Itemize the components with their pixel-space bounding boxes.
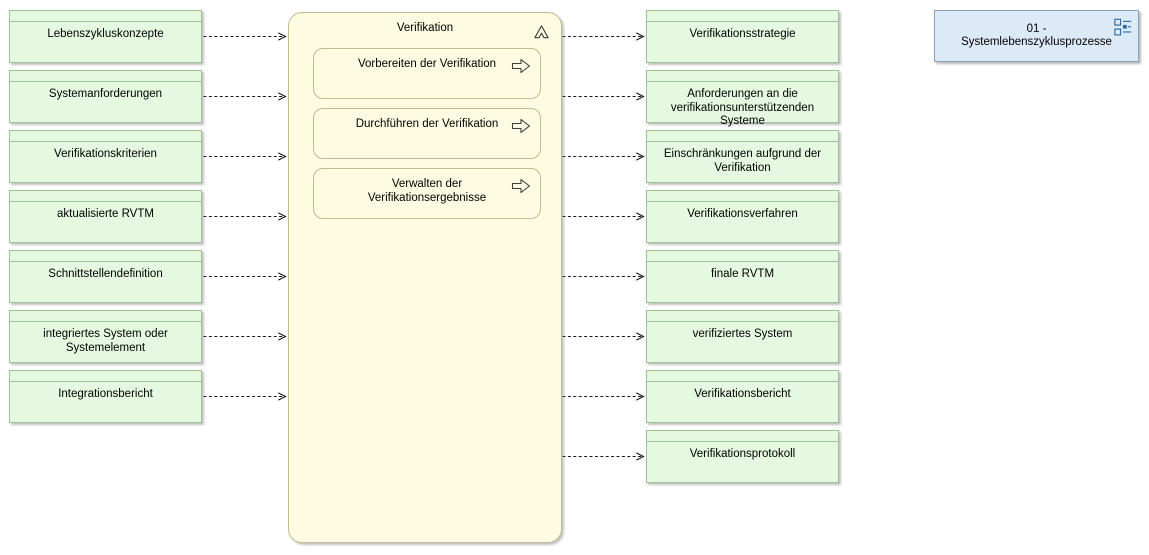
artifact-header-strip	[10, 251, 201, 262]
chevron-up-icon	[534, 25, 549, 39]
artifact-label: Einschränkungen aufgrund der Verifikatio…	[663, 148, 822, 174]
output-artifact-box[interactable]: Anforderungen an die verifikationsunters…	[646, 70, 839, 127]
artifact-header-strip	[10, 311, 201, 322]
input-artifact-box[interactable]: Integrationsbericht	[9, 370, 202, 423]
artifact-header-strip	[647, 71, 838, 82]
artifact-label: finale RVTM	[710, 268, 775, 280]
activity-label: Vorbereiten der Verifikation	[357, 58, 497, 70]
artifact-header-strip	[647, 311, 838, 322]
artifact-label: Anforderungen an die verifikationsunters…	[670, 88, 815, 127]
output-artifact-box[interactable]: verifiziertes System	[646, 310, 839, 363]
artifact-label: Systemanforderungen	[48, 88, 163, 100]
artifact-label: Lebenszykluskonzepte	[47, 28, 164, 40]
artifact-header-strip	[10, 71, 201, 82]
legend-label-line1: 01 -	[1026, 22, 1047, 35]
artifact-header-strip	[647, 131, 838, 142]
input-artifact-box[interactable]: Verifikationskriterien	[9, 130, 202, 183]
artifact-header-strip	[647, 431, 838, 442]
output-artifact-box[interactable]: Verifikationsstrategie	[646, 10, 839, 63]
artifact-header-strip	[647, 371, 838, 382]
artifact-header-strip	[10, 191, 201, 202]
artifact-label: Verifikationsbericht	[694, 388, 791, 400]
process-arrow-icon	[511, 118, 531, 134]
activity-box[interactable]: Vorbereiten der Verifikation	[313, 48, 541, 99]
input-artifact-box[interactable]: aktualisierte RVTM	[9, 190, 202, 243]
process-title: Verifikation	[396, 22, 454, 34]
output-artifact-box[interactable]: Einschränkungen aufgrund der Verifikatio…	[646, 130, 839, 183]
output-artifact-box[interactable]: Verifikationsverfahren	[646, 190, 839, 243]
activity-label: Verwalten der Verifikationsergebnisse	[367, 178, 487, 204]
artifact-label: Integrationsbericht	[58, 388, 153, 400]
diagram-tree-icon	[1114, 18, 1132, 36]
legend-label: 01 - Systemlebenszyklusprozesse	[961, 23, 1112, 50]
input-artifact-box[interactable]: Lebenszykluskonzepte	[9, 10, 202, 63]
artifact-header-strip	[10, 371, 201, 382]
artifact-header-strip	[647, 251, 838, 262]
artifact-label: integriertes System oder Systemelement	[43, 328, 168, 354]
output-artifact-box[interactable]: finale RVTM	[646, 250, 839, 303]
artifact-header-strip	[10, 131, 201, 142]
activity-box[interactable]: Verwalten der Verifikationsergebnisse	[313, 168, 541, 219]
input-artifact-box[interactable]: Schnittstellendefinition	[9, 250, 202, 303]
legend-label-line2: Systemlebenszyklusprozesse	[961, 36, 1112, 48]
input-artifact-box[interactable]: integriertes System oder Systemelement	[9, 310, 202, 363]
legend-box-systemlebenszyklusprozesse[interactable]: 01 - Systemlebenszyklusprozesse	[934, 10, 1139, 62]
artifact-label: Verifikationsverfahren	[687, 208, 798, 220]
artifact-label: Verifikationsprotokoll	[689, 448, 796, 460]
activity-label: Durchführen der Verifikation	[355, 118, 499, 130]
activity-box[interactable]: Durchführen der Verifikation	[313, 108, 541, 159]
output-artifact-box[interactable]: Verifikationsbericht	[646, 370, 839, 423]
artifact-label: Schnittstellendefinition	[48, 268, 163, 280]
output-artifact-box[interactable]: Verifikationsprotokoll	[646, 430, 839, 483]
artifact-header-strip	[647, 191, 838, 202]
artifact-label: Verifikationskriterien	[54, 148, 157, 160]
artifact-label: verifiziertes System	[692, 328, 793, 340]
process-box-verifikation[interactable]: Verifikation Vorbereiten der Verifikatio…	[288, 12, 562, 543]
artifact-label: Verifikationsstrategie	[689, 28, 796, 40]
artifact-header-strip	[647, 11, 838, 22]
input-artifact-box[interactable]: Systemanforderungen	[9, 70, 202, 123]
artifact-header-strip	[10, 11, 201, 22]
artifact-label: aktualisierte RVTM	[57, 208, 154, 220]
process-arrow-icon	[511, 178, 531, 194]
process-arrow-icon	[511, 58, 531, 74]
